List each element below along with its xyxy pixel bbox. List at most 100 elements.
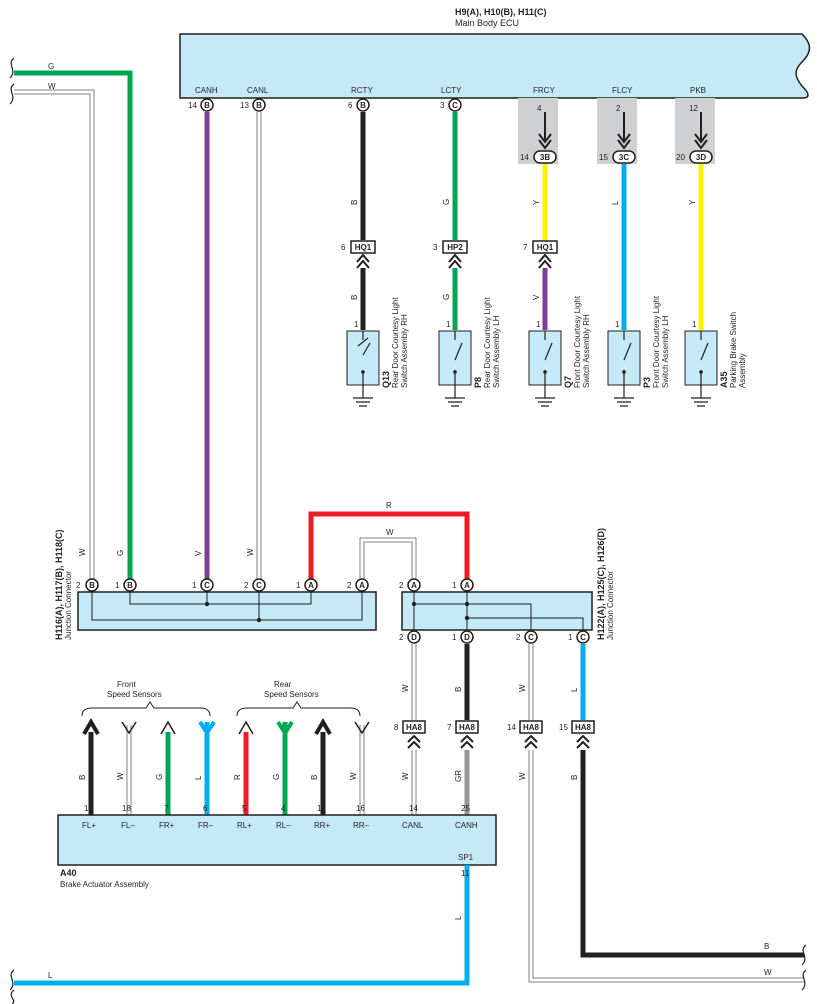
ecu-term-rcty: RCTY: [351, 86, 373, 95]
ecu-term-canh: CANH: [195, 86, 218, 95]
svg-text:1: 1: [354, 320, 359, 329]
wire-sp1-blue: [14, 865, 470, 986]
svg-text:B: B: [350, 295, 359, 300]
svg-text:RL–: RL–: [276, 821, 291, 830]
svg-text:2: 2: [399, 581, 404, 590]
svg-text:Switch Assembly RH: Switch Assembly RH: [400, 314, 409, 388]
svg-text:B: B: [454, 687, 463, 692]
svg-text:18: 18: [122, 804, 131, 813]
svg-text:G: G: [442, 199, 451, 205]
svg-text:3D: 3D: [696, 153, 706, 162]
svg-text:FR–: FR–: [198, 821, 214, 830]
svg-text:R: R: [233, 774, 242, 780]
svg-text:RR+: RR+: [314, 821, 331, 830]
svg-text:6: 6: [348, 101, 353, 110]
svg-text:14: 14: [188, 101, 197, 110]
svg-text:11: 11: [461, 869, 470, 878]
svg-text:17: 17: [317, 804, 326, 813]
svg-text:FL–: FL–: [121, 821, 135, 830]
svg-text:Front Door Courtesy Light: Front Door Courtesy Light: [652, 295, 661, 388]
svg-text:W: W: [401, 772, 410, 780]
ecu-term-canl: CANL: [247, 86, 269, 95]
svg-text:L: L: [194, 775, 203, 780]
svg-text:14: 14: [520, 153, 529, 162]
svg-text:5: 5: [242, 804, 247, 813]
svg-text:2: 2: [347, 581, 352, 590]
brake-actuator-a40: 19 18 7 6 5 4 17 16 14 25 FL+ FL– FR+ FR…: [57, 804, 497, 889]
svg-text:15: 15: [599, 153, 608, 162]
svg-text:FR+: FR+: [159, 821, 175, 830]
svg-text:L: L: [454, 915, 463, 920]
svg-text:V: V: [194, 550, 203, 556]
svg-text:Parking Brake Switch: Parking Brake Switch: [729, 312, 738, 388]
svg-text:1: 1: [192, 581, 197, 590]
left-edge-wires: G W: [9, 57, 133, 582]
svg-text:1: 1: [446, 320, 451, 329]
junction-connector-right: A2 A1 D2 D1 C2 C1 H122(A), H125(C), H126…: [399, 528, 615, 644]
svg-text:RR–: RR–: [353, 821, 370, 830]
svg-text:B: B: [570, 775, 579, 780]
svg-text:Assembly: Assembly: [738, 353, 747, 388]
svg-text:Switch Assembly LH: Switch Assembly LH: [492, 315, 501, 388]
svg-text:B: B: [350, 200, 359, 205]
svg-text:HA8: HA8: [575, 723, 592, 732]
svg-text:6: 6: [341, 243, 346, 252]
svg-text:D: D: [411, 633, 417, 642]
svg-text:14: 14: [409, 804, 418, 813]
junction-connector-left: B2 B1 C1 C2 A1 A2 W G V W H116(A), H117(…: [54, 529, 377, 640]
svg-text:Speed Sensors: Speed Sensors: [264, 690, 319, 699]
wire-label-w: W: [48, 82, 56, 91]
svg-text:W: W: [349, 772, 358, 780]
svg-text:2: 2: [516, 633, 521, 642]
svg-text:2: 2: [244, 581, 249, 590]
svg-text:C: C: [204, 581, 210, 590]
ecu-subconnector-arrows: [538, 112, 708, 150]
svg-text:4: 4: [537, 104, 542, 113]
bridge-red-label: R: [386, 501, 392, 510]
svg-text:Speed Sensors: Speed Sensors: [107, 690, 162, 699]
break-mark-top-left: [9, 57, 15, 105]
svg-text:13: 13: [240, 101, 249, 110]
svg-text:2: 2: [399, 633, 404, 642]
svg-text:Y: Y: [532, 199, 541, 205]
svg-text:1: 1: [536, 320, 541, 329]
break-mark-bottom-right: [801, 944, 807, 991]
svg-text:7: 7: [447, 723, 452, 732]
svg-text:16: 16: [356, 804, 365, 813]
ground-icon: [691, 385, 711, 407]
svg-text:Front Door Courtesy Light: Front Door Courtesy Light: [573, 295, 582, 388]
svg-text:C: C: [256, 581, 262, 590]
svg-text:W: W: [246, 548, 255, 556]
svg-text:3: 3: [433, 243, 438, 252]
svg-text:W: W: [401, 684, 410, 692]
svg-text:6: 6: [203, 804, 208, 813]
svg-text:HA8: HA8: [406, 723, 423, 732]
svg-text:1: 1: [452, 633, 457, 642]
svg-text:HA8: HA8: [523, 723, 540, 732]
svg-text:1: 1: [615, 320, 620, 329]
svg-text:CANH: CANH: [455, 821, 478, 830]
svg-text:Front: Front: [117, 680, 136, 689]
svg-text:C: C: [452, 101, 458, 110]
svg-text:A: A: [359, 581, 365, 590]
svg-text:C: C: [580, 633, 586, 642]
svg-text:G: G: [116, 550, 125, 556]
ecu-wire-color-labels: B G Y L Y B G V: [350, 199, 697, 300]
wire-white-w: [14, 90, 94, 582]
svg-text:B: B: [360, 101, 366, 110]
ground-icon: [535, 385, 555, 407]
svg-text:Rear: Rear: [274, 680, 292, 689]
switch-p3: 1 P3 Front Door Courtesy Light Switch As…: [607, 295, 670, 407]
ecu-term-lcty: LCTY: [441, 86, 462, 95]
svg-text:G: G: [272, 774, 281, 780]
svg-text:Junction Connector: Junction Connector: [606, 571, 615, 640]
svg-text:H116(A), H117(B), H118(C): H116(A), H117(B), H118(C): [54, 529, 64, 640]
svg-text:HQ1: HQ1: [537, 243, 554, 252]
svg-text:P3: P3: [642, 377, 652, 388]
switch-a35: 1 A35 Parking Brake Switch Assembly: [684, 312, 747, 407]
svg-text:HP2: HP2: [447, 243, 463, 252]
svg-text:W: W: [116, 772, 125, 780]
ecu-term-flcy: FLCY: [612, 86, 633, 95]
main-body-ecu: H9(A), H10(B), H11(C) Main Body ECU CANH…: [179, 7, 811, 99]
ecu-term-frcy: FRCY: [533, 86, 555, 95]
